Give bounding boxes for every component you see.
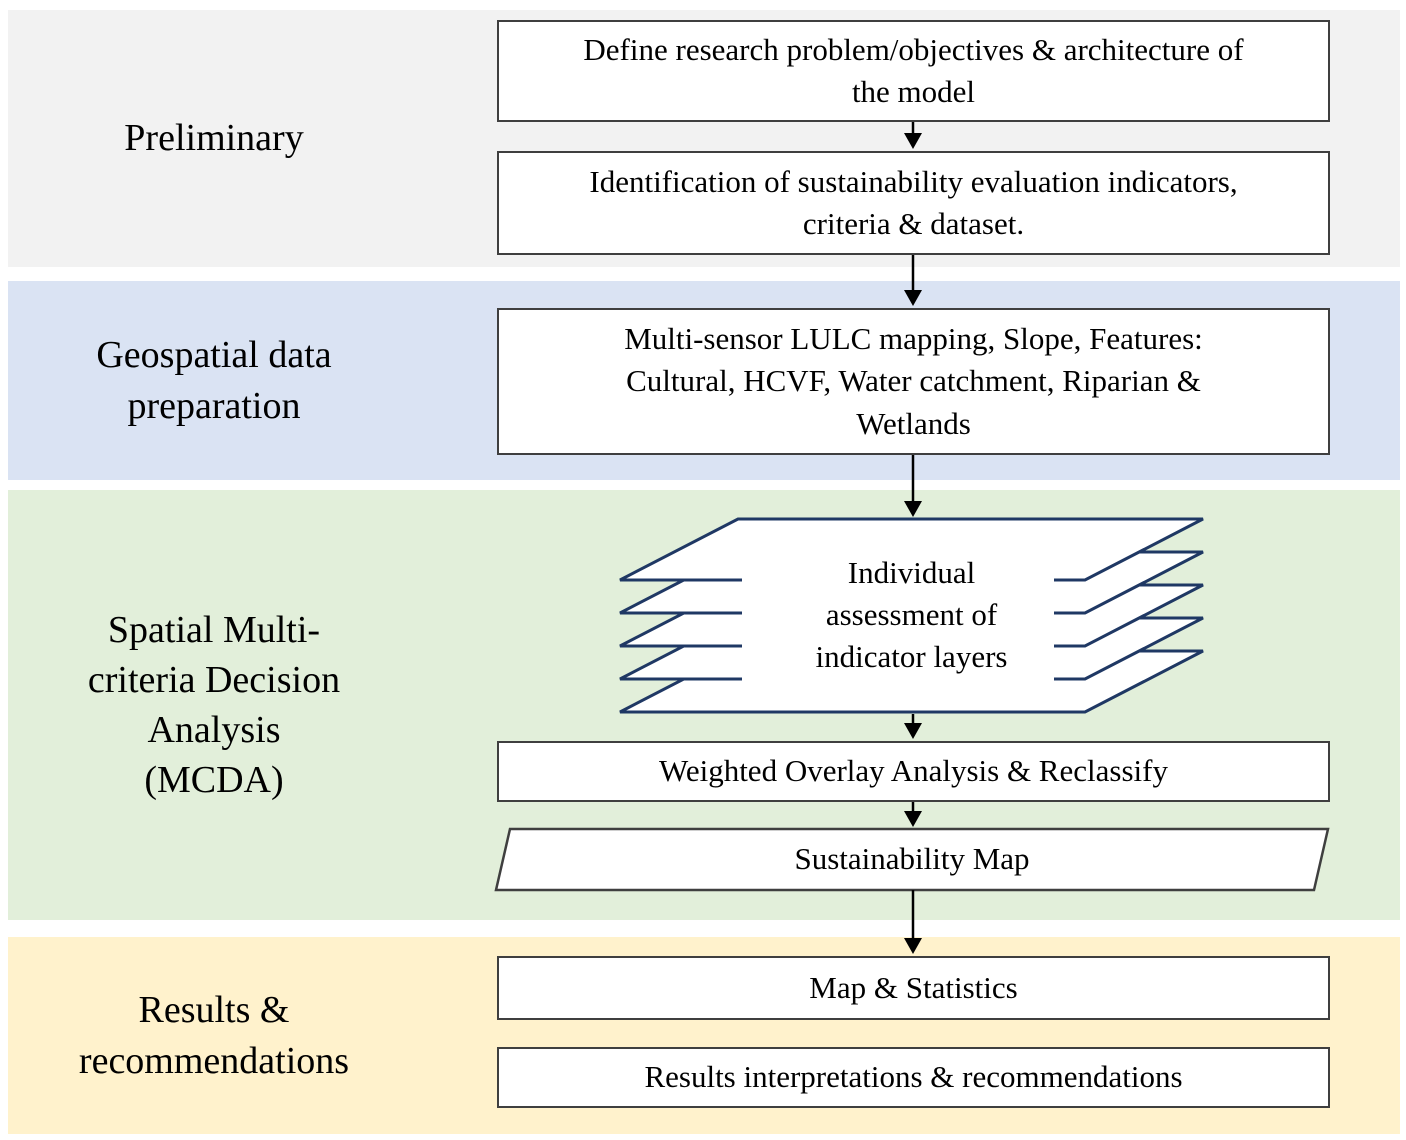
- arrow-layers-to-overlay: [904, 714, 922, 739]
- node-sustainability-map-label: Sustainability Map: [794, 841, 1030, 877]
- node-define-problem: Define research problem/objectives & arc…: [497, 20, 1330, 122]
- band-label-results: Results & recommendations: [78, 989, 350, 1082]
- node-weighted-overlay: Weighted Overlay Analysis & Reclassify: [497, 741, 1330, 802]
- flow-arrows: [904, 122, 922, 954]
- arrow-define-to-identify: [904, 122, 922, 149]
- arrow-overlay-to-sustain-map: [904, 802, 922, 827]
- node-layer-stack-label: Individual assessment of indicator layer…: [815, 554, 1008, 675]
- arrow-sustain-map-to-map-stats: [904, 890, 922, 954]
- sustainability-map-parallelogram: [494, 827, 1330, 892]
- layer-stack-center-panel: [742, 524, 1054, 702]
- band-label-preliminary: Preliminary: [124, 117, 304, 160]
- arrow-geodata-to-layers: [904, 455, 922, 517]
- node-map-statistics: Map & Statistics: [497, 956, 1330, 1020]
- band-label-geospatial: Geospatial data preparation: [96, 334, 332, 427]
- node-identify-indicators: Identification of sustainability evaluat…: [497, 151, 1330, 255]
- layer-stack-shape: [619, 517, 1204, 714]
- node-geospatial-mapping: Multi-sensor LULC mapping, Slope, Featur…: [497, 308, 1330, 455]
- node-results-interpretations: Results interpretations & recommendation…: [497, 1047, 1330, 1108]
- arrow-identify-to-geodata: [904, 255, 922, 306]
- band-label-mcda: Spatial Multi- criteria Decision Analysi…: [87, 608, 341, 802]
